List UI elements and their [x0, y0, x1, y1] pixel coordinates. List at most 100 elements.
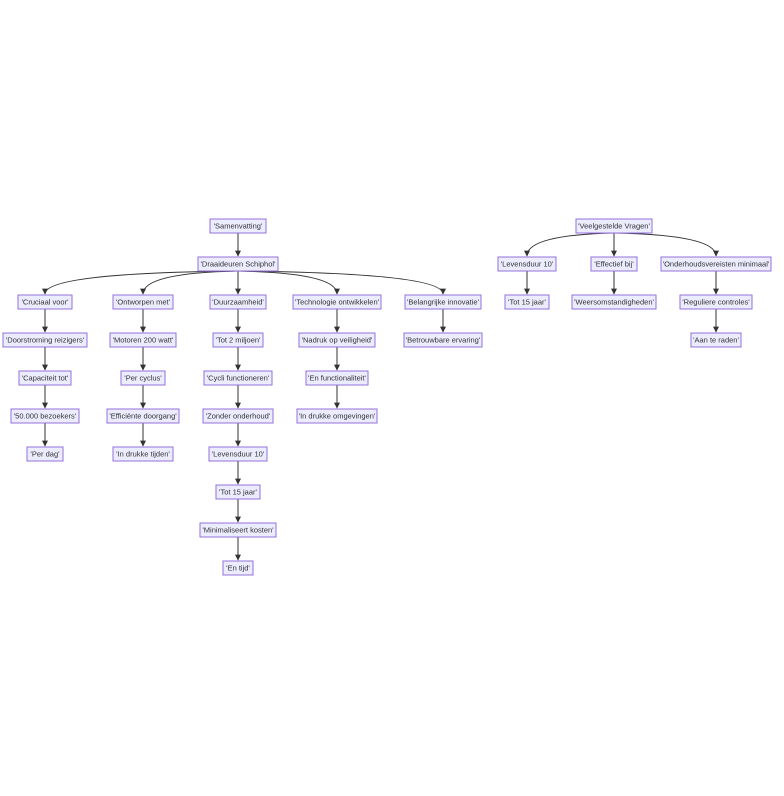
node-effectief: 'Effectief bij' — [590, 256, 638, 272]
node-levensduur_a: 'Levensduur 10' — [208, 446, 268, 462]
node-box — [504, 294, 550, 310]
node-box — [690, 332, 742, 348]
node-functionaliteit: 'En functionaliteit' — [305, 370, 369, 386]
node-label: 'Minimaliseert kosten' — [202, 525, 274, 534]
node-tot2miljoen: 'Tot 2 miljoen' — [212, 332, 264, 348]
node-vragen: 'Veelgestelde Vragen' — [575, 218, 653, 234]
node-label: 'Nadruk op veiligheid' — [302, 335, 373, 344]
node-label: 'Draaideuren Schiphol' — [201, 259, 277, 268]
node-label: 'In drukke tijden' — [116, 449, 170, 458]
node-box — [212, 332, 264, 348]
node-box — [26, 446, 64, 462]
node-box — [679, 294, 753, 310]
node-label: 'Levensduur 10' — [501, 259, 554, 268]
node-label: 'Efficiënte doorgang' — [109, 411, 177, 420]
node-duurzaamheid: 'Duurzaamheid' — [209, 294, 267, 310]
edge-draaideuren-to-belangrijke — [237, 270, 446, 295]
node-label: 'Tot 15 jaar' — [508, 297, 546, 306]
node-label: 'Aan te raden' — [693, 335, 739, 344]
node-label: 'Per cyclus' — [124, 373, 162, 382]
edge-draaideuren-to-cruciaal — [42, 270, 239, 295]
node-label: 'Duurzaamheid' — [212, 297, 264, 306]
node-label: 'Cruciaal voor' — [21, 297, 69, 306]
node-label: 'In drukke omgevingen' — [299, 411, 376, 420]
node-samenvatting: 'Samenvatting' — [209, 218, 267, 234]
node-ontworpen: 'Ontworpen met' — [112, 294, 174, 310]
node-aanteraden: 'Aan te raden' — [690, 332, 742, 348]
node-drukketijden: 'In drukke tijden' — [112, 446, 174, 462]
node-box — [106, 408, 180, 424]
node-label: 'Veelgestelde Vragen' — [578, 221, 650, 230]
node-bezoekers: '50.000 bezoekers' — [10, 408, 80, 424]
node-box — [17, 294, 73, 310]
node-label: 'Technologie ontwikkelen' — [295, 297, 380, 306]
node-capaciteit: 'Capaciteit tot' — [18, 370, 72, 386]
node-onderhoud: 'Onderhoudsvereisten minimaal' — [660, 256, 772, 272]
node-entijd: 'En tijd' — [222, 560, 254, 576]
node-label: 'Ontworpen met' — [116, 297, 171, 306]
node-label: 'Per dag' — [30, 449, 60, 458]
node-box — [298, 332, 376, 348]
node-motoren: 'Motoren 200 watt' — [109, 332, 177, 348]
node-zonderonderhoud: 'Zonder onderhoud' — [202, 408, 274, 424]
node-tot15_b: 'Tot 15 jaar' — [504, 294, 550, 310]
node-box — [120, 370, 166, 386]
node-label: 'Belangrijke innovatie' — [407, 297, 480, 306]
node-label: 'Reguliere controles' — [682, 297, 750, 306]
node-label: 'Motoren 200 watt' — [113, 335, 174, 344]
node-box — [2, 332, 88, 348]
node-doorstroming: 'Doorstroming reizigers' — [2, 332, 88, 348]
node-label: 'En tijd' — [226, 563, 250, 572]
node-box — [215, 484, 261, 500]
node-perdag: 'Per dag' — [26, 446, 64, 462]
node-box — [203, 370, 273, 386]
node-box — [112, 294, 174, 310]
node-box — [403, 332, 483, 348]
node-box — [109, 332, 177, 348]
node-box — [209, 218, 267, 234]
node-label: 'Tot 15 jaar' — [219, 487, 257, 496]
node-box — [202, 408, 274, 424]
node-box — [296, 408, 378, 424]
node-cycli: 'Cycli functioneren' — [203, 370, 273, 386]
node-box — [497, 256, 557, 272]
node-box — [209, 294, 267, 310]
node-box — [197, 256, 279, 272]
node-label: 'Capaciteit tot' — [22, 373, 69, 382]
node-draaideuren: 'Draaideuren Schiphol' — [197, 256, 279, 272]
node-efficiente: 'Efficiënte doorgang' — [106, 408, 180, 424]
node-box — [590, 256, 638, 272]
node-minimaliseert: 'Minimaliseert kosten' — [199, 522, 277, 538]
node-box — [208, 446, 268, 462]
node-label: 'Weersomstandigheden' — [574, 297, 654, 306]
node-cruciaal: 'Cruciaal voor' — [17, 294, 73, 310]
node-box — [660, 256, 772, 272]
node-label: 'Levensduur 10' — [212, 449, 265, 458]
node-percyclus: 'Per cyclus' — [120, 370, 166, 386]
node-box — [305, 370, 369, 386]
node-label: 'Cycli functioneren' — [207, 373, 270, 382]
node-box — [575, 218, 653, 234]
node-box — [10, 408, 80, 424]
node-label: 'Onderhoudsvereisten minimaal' — [663, 259, 770, 268]
nodes-layer: 'Samenvatting' 'Draaideuren Schiphol' 'Cru… — [2, 218, 772, 576]
node-nadruk: 'Nadruk op veiligheid' — [298, 332, 376, 348]
node-technologie: 'Technologie ontwikkelen' — [292, 294, 382, 310]
node-betrouwbare: 'Betrouwbare ervaring' — [403, 332, 483, 348]
node-box — [404, 294, 482, 310]
node-box — [292, 294, 382, 310]
node-label: 'Betrouwbare ervaring' — [406, 335, 481, 344]
edge-draaideuren-to-technologie — [237, 270, 340, 295]
edge-draaideuren-to-ontworpen — [140, 270, 239, 295]
node-levensduur_b: 'Levensduur 10' — [497, 256, 557, 272]
node-label: 'Effectief bij' — [594, 259, 634, 268]
node-tot15_a: 'Tot 15 jaar' — [215, 484, 261, 500]
node-label: '50.000 bezoekers' — [14, 411, 77, 420]
node-label: 'Samenvatting' — [214, 221, 263, 230]
node-box — [571, 294, 657, 310]
node-label: 'Zonder onderhoud' — [206, 411, 271, 420]
node-box — [199, 522, 277, 538]
edge-vragen-to-onderhoud — [613, 232, 719, 257]
node-label: 'Tot 2 miljoen' — [216, 335, 262, 344]
